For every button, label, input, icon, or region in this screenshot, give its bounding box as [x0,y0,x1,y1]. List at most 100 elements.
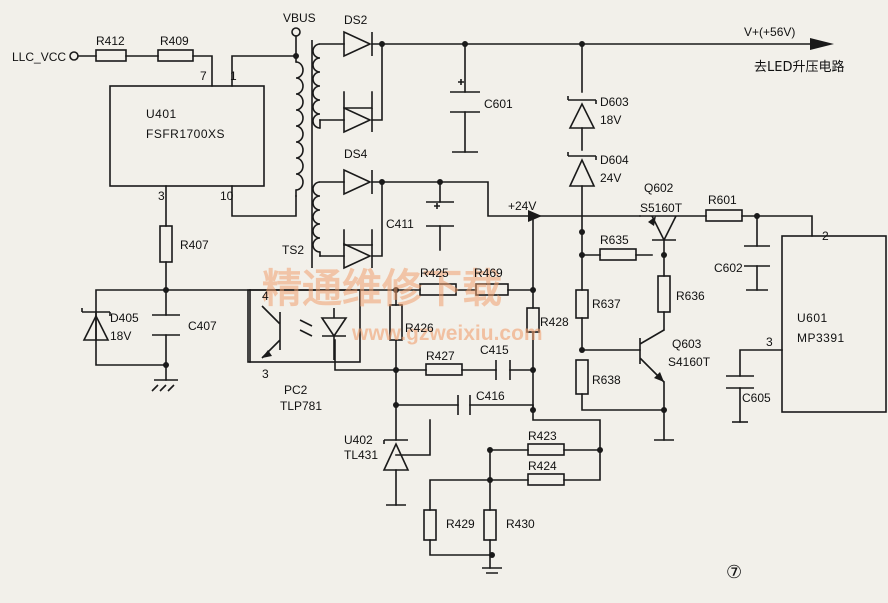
label-r424: R424 [528,459,557,473]
u401-part: FSFR1700XS [146,127,225,141]
capacitor-c407 [152,314,180,336]
label-q602: Q602 [644,181,674,195]
u401-ref: U401 [146,107,177,121]
label-d603: D603 [600,95,629,109]
capacitor-c601 [450,91,480,113]
pc2-part: TLP781 [280,399,322,413]
capacitor-c411-plus [434,203,440,209]
label-r430: R430 [506,517,535,531]
diode-ds2-a [343,30,372,58]
label-ts2: TS2 [282,243,304,257]
resistor-r638 [575,359,589,395]
label-d604-voltage: 24V [600,171,621,185]
transistors [639,215,677,383]
pin-label: 1 [230,69,237,83]
label-r469: R469 [474,266,503,280]
label-r635: R635 [600,233,629,247]
label-r426: R426 [405,321,434,335]
vout-destination-label: 去LED升压电路 [754,59,844,75]
net-label-llc-vcc: LLC_VCC [12,50,66,64]
label-r429: R429 [446,517,475,531]
label-r423: R423 [528,429,557,443]
label-r428: R428 [540,315,569,329]
label-r407: R407 [180,238,209,252]
label-ds2: DS2 [344,13,368,27]
llc-vcc-terminal [69,51,79,61]
label-r409: R409 [160,34,189,48]
labels: LLC_VCC VBUS V+(+56V) 去LED升压电路 +24V U401… [12,11,845,583]
pc2-internals [261,305,348,360]
net-label-24v: +24V [508,199,536,213]
pin-label: 3 [766,335,773,349]
vbus-terminal [291,27,301,37]
label-r636: R636 [676,289,705,303]
transformer-ts2 [295,40,321,268]
label-c407: C407 [188,319,217,333]
pin-label: 4 [262,289,269,303]
u402-ref: U402 [344,433,373,447]
capacitors [152,79,770,415]
resistor-r407 [159,225,173,263]
resistor-r426 [389,304,403,341]
vout-arrow [810,38,834,50]
pin-label: 10 [220,189,234,203]
diode-ds4-b [343,242,372,270]
pc2-ref: PC2 [284,383,308,397]
figure-number: ⑦ [726,562,742,583]
label-r427: R427 [426,349,455,363]
ground-symbol [151,379,178,392]
pin-label: 2 [822,229,829,243]
label-d603-voltage: 18V [600,113,621,127]
label-c411: C411 [386,217,414,231]
u601-ref: U601 [797,311,828,325]
resistors [95,49,743,541]
label-d604: D604 [600,153,629,167]
label-q603-part: S4160T [668,355,711,369]
resistor-r637 [575,289,589,319]
resistor-r412 [95,49,127,62]
label-d405: D405 [110,311,139,325]
pin-label: 3 [158,189,165,203]
watermark-url: www.gzweixiu.com [351,322,543,345]
zener-d603 [568,102,596,129]
label-c605: C605 [742,391,771,405]
resistor-r635 [599,248,637,261]
label-c416: C416 [476,389,505,403]
diode-ds2-b [343,106,372,134]
zener-d604 [568,158,596,187]
u401-ic [109,85,265,187]
pc2-optocoupler [247,289,361,363]
label-d405-voltage: 18V [110,329,131,343]
pin-label: 3 [262,367,269,381]
resistor-r469 [475,283,509,296]
capacitor-c416 [457,395,471,415]
label-r637: R637 [592,297,621,311]
ground-symbol [482,567,502,574]
zener-d405 [82,314,110,341]
resistor-r423 [527,443,565,456]
label-q602-part: S5160T [640,201,683,215]
capacitor-c415 [495,360,511,380]
label-c415: C415 [480,343,509,357]
resistor-r601 [705,209,743,222]
diodes [81,30,597,471]
u601-part: MP3391 [797,331,845,345]
diode-ds4-a [343,168,372,196]
resistor-r428 [526,307,540,333]
net-label-vbus: VBUS [283,11,316,25]
pin-label: 7 [200,69,207,83]
junction-dots [163,41,760,558]
label-ds4: DS4 [344,147,368,161]
label-r412: R412 [96,34,125,48]
resistor-r427 [425,363,463,376]
capacitor-c411 [426,201,454,227]
capacitor-c605 [726,375,754,389]
symbols [69,27,834,574]
u402-part: TL431 [344,448,378,462]
resistor-r424 [527,473,565,486]
label-c602: C602 [714,261,743,275]
resistor-r429 [423,509,437,541]
label-c601: C601 [484,97,513,111]
label-q603: Q603 [672,337,702,351]
